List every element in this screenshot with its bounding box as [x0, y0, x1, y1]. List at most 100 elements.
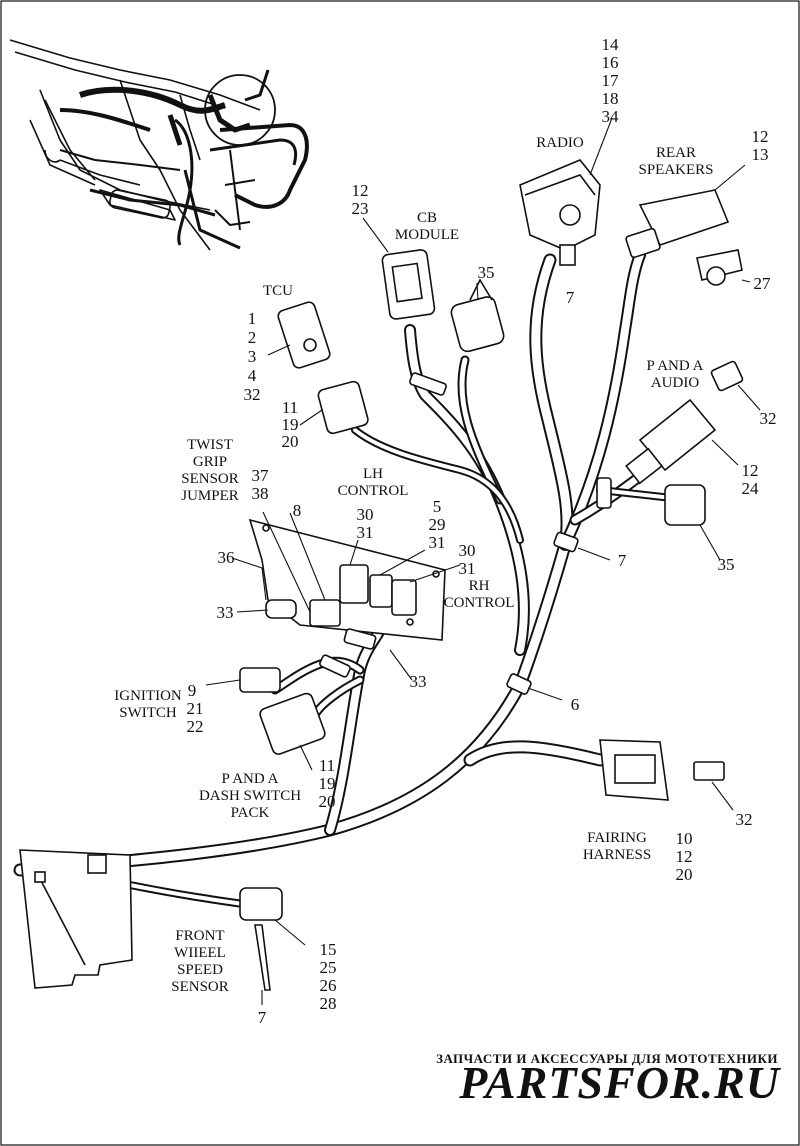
rear-speakers-name-1: REAR: [656, 145, 696, 161]
pa-audio-name-1: P AND A: [647, 358, 704, 374]
dash-num-2: 19: [319, 774, 336, 793]
fws-name-3: SPEED: [177, 962, 223, 978]
center-num-2: 29: [429, 515, 446, 534]
cb-name-1: CB: [417, 210, 437, 226]
fork-nacelle: [19, 849, 133, 989]
fairing-name-1: FAIRING: [587, 830, 647, 846]
radio-num-5: 34: [602, 107, 620, 126]
right-connector-label: 12 24: [742, 461, 760, 498]
fairing-num-2: 12: [676, 847, 693, 866]
center-num-3: 31: [429, 533, 446, 552]
fairing-num-1: 10: [676, 829, 693, 848]
radio-name: RADIO: [536, 135, 584, 151]
ignition-switch-connector: [239, 667, 281, 693]
callout-7-right: 7: [618, 551, 627, 570]
front-wheel-sensor-label: FRONT WIIEEL SPEED SENSOR 15 25 26 28: [171, 928, 336, 1013]
rh-control-num-1: 30: [459, 541, 476, 560]
radio-num-4: 18: [602, 89, 619, 108]
radio-num-2: 16: [602, 53, 619, 72]
ignition-num-1: 9: [188, 681, 197, 700]
cb-num-2: 23: [352, 199, 369, 218]
tcu-num-2: 2: [248, 328, 257, 347]
control-connectors: [265, 564, 417, 627]
callout-36: 36: [218, 548, 235, 567]
tcu-connector-label: 11 19 20: [282, 398, 299, 451]
dash-num-1: 11: [319, 756, 335, 775]
callout-33-right: 33: [410, 672, 427, 691]
callout-35-right: 35: [718, 555, 735, 574]
dash-name-2: DASH SWITCH: [199, 788, 301, 804]
cb-module-connector: [381, 249, 436, 320]
rear-speakers-num-1: 12: [752, 127, 769, 146]
rh-control-label: 30 31 RH CONTROL: [444, 541, 515, 611]
right-connector-12-24: [625, 398, 717, 485]
twist-grip-num-1: 37: [252, 466, 270, 485]
ignition-switch-label: IGNITION SWITCH 9 21 22: [114, 681, 203, 736]
wheel-sensor-connector: [239, 887, 283, 991]
right-part-35: [664, 484, 706, 526]
tcu-num-4: 4: [248, 366, 257, 385]
cb-name-2: MODULE: [395, 227, 459, 243]
frame-thumbnail: [9, 39, 309, 251]
lh-control-name-2: CONTROL: [338, 483, 409, 499]
cable-ties: [319, 372, 612, 695]
pa-audio-label: P AND A AUDIO 32: [647, 358, 777, 428]
callout-33-left: 33: [217, 603, 234, 622]
callout-35-cb: 35: [478, 263, 495, 282]
connector-11-19-20-top: [317, 380, 369, 435]
tcu-num-1: 1: [248, 309, 257, 328]
right-conn-num-2: 24: [742, 479, 760, 498]
rh-control-name-2: CONTROL: [444, 595, 515, 611]
pa-audio-connector: [710, 360, 744, 392]
leader-lines: [205, 117, 761, 1005]
twist-grip-name-4: JUMPER: [181, 488, 239, 504]
lh-control-label: LH CONTROL 30 31: [338, 466, 409, 542]
pa-audio-num: 32: [760, 409, 777, 428]
twist-grip-name-1: TWIST: [187, 437, 233, 453]
tcu-label: TCU 1 2 3 4 32: [244, 283, 294, 404]
fairing-name-2: HARNESS: [583, 847, 651, 863]
radio-num-1: 14: [602, 35, 620, 54]
twist-grip-num-2: 38: [252, 484, 269, 503]
watermark: ЗАПЧАСТИ И АКСЕССУАРЫ ДЛЯ МОТОТЕХНИКИ PA…: [436, 1051, 781, 1108]
watermark-tagline: ЗАПЧАСТИ И АКСЕССУАРЫ ДЛЯ МОТОТЕХНИКИ: [436, 1051, 778, 1066]
radio-connector: [519, 159, 601, 266]
fairing-num-3: 20: [676, 865, 693, 884]
ignition-num-3: 22: [187, 717, 204, 736]
tcu-num-3: 3: [248, 347, 257, 366]
callout-8: 8: [293, 501, 302, 520]
tcu-conn-num-1: 11: [282, 398, 298, 417]
lh-control-num-1: 30: [357, 505, 374, 524]
watermark-brand: PARTSFOR.RU: [458, 1057, 781, 1108]
rear-speakers-label: 12 13 REAR SPEAKERS: [638, 127, 768, 178]
fairing-harness-connector: [599, 739, 669, 801]
twist-grip-name-2: GRIP: [193, 454, 227, 470]
single-callouts: 7 27 35 8 36 33 33 7 35 6 32 7: [217, 263, 772, 1027]
rear-speakers-connector: [625, 189, 730, 259]
callout-27: 27: [754, 274, 772, 293]
fws-num-3: 26: [320, 976, 337, 995]
tcu-name: TCU: [263, 283, 293, 299]
fws-num-4: 28: [320, 994, 337, 1013]
dash-switch-connector: [259, 692, 326, 755]
fws-num-2: 25: [320, 958, 337, 977]
tcu-num-5: 32: [244, 385, 261, 404]
dash-name-3: PACK: [231, 805, 270, 821]
callout-7-radio: 7: [566, 288, 575, 307]
rh-control-num-2: 31: [459, 559, 476, 578]
callout-6: 6: [571, 695, 580, 714]
cb-part-35: [450, 278, 505, 353]
radio-num-3: 17: [602, 71, 620, 90]
fairing-harness-label: FAIRING HARNESS 10 12 20: [583, 829, 693, 884]
tcu-conn-num-2: 19: [282, 415, 299, 434]
pa-audio-name-2: AUDIO: [651, 375, 699, 391]
dash-num-3: 20: [319, 792, 336, 811]
cb-module-label: 12 23 CB MODULE: [352, 181, 460, 243]
tcu-conn-num-3: 20: [282, 432, 299, 451]
rear-speakers-num-2: 13: [752, 145, 769, 164]
dash-name-1: P AND A: [222, 771, 279, 787]
lh-control-name-1: LH: [363, 466, 383, 482]
right-conn-num-1: 12: [742, 461, 759, 480]
ignition-num-2: 21: [187, 699, 204, 718]
